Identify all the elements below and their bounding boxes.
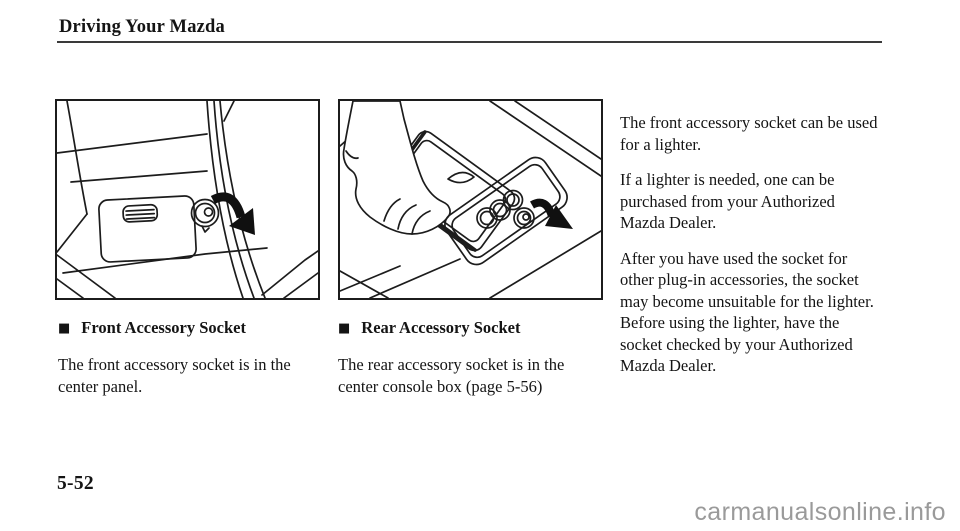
rotate-arrow-icon bbox=[210, 192, 255, 235]
paragraph: After you have used the socket for other… bbox=[620, 248, 910, 377]
front-socket-description: The front accessory socket is in the cen… bbox=[58, 354, 328, 398]
paragraph: The front accessory socket can be used f… bbox=[620, 112, 910, 155]
filled-square-icon: ■ bbox=[58, 321, 71, 336]
page-number: 5-52 bbox=[57, 473, 94, 494]
text-line: Before using the lighter, have the bbox=[620, 313, 840, 332]
rear-socket-caption: ■ Rear Accessory Socket bbox=[338, 318, 520, 338]
text-line: center console box (page 5-56) bbox=[338, 377, 543, 396]
text-line: purchased from your Authorized bbox=[620, 191, 835, 211]
rear-socket-caption-label: Rear Accessory Socket bbox=[361, 318, 521, 337]
header-rule bbox=[57, 41, 882, 43]
rotate-arrow-icon bbox=[530, 198, 573, 229]
front-socket-illustration bbox=[57, 101, 318, 298]
cup-recesses bbox=[476, 189, 524, 229]
rear-socket-description: The rear accessory socket is in the cent… bbox=[338, 354, 608, 398]
text-line: socket checked by your Authorized bbox=[620, 334, 853, 354]
watermark: carmanualsonline.info bbox=[694, 498, 946, 526]
text-line: may become unsuitable for the lighter. bbox=[620, 291, 874, 311]
front-socket-caption: ■ Front Accessory Socket bbox=[58, 318, 246, 338]
rear-socket-icon bbox=[513, 207, 535, 229]
front-socket-icon bbox=[190, 198, 220, 233]
text-line: other plug-in accessories, the socket bbox=[620, 270, 859, 289]
right-text-column: The front accessory socket can be used f… bbox=[620, 112, 910, 391]
text-line: After you have used the socket for bbox=[620, 248, 848, 268]
text-line: If a lighter is needed, one can be bbox=[620, 170, 835, 189]
rear-socket-illustration bbox=[340, 101, 601, 298]
text-line: for a lighter. bbox=[620, 134, 702, 154]
ashtray-lid bbox=[98, 195, 197, 263]
front-socket-caption-label: Front Accessory Socket bbox=[81, 318, 246, 337]
text-line: Mazda Dealer. bbox=[620, 213, 717, 232]
page-title: Driving Your Mazda bbox=[59, 17, 225, 37]
text-line: The front accessory socket is in the bbox=[58, 355, 291, 374]
text-line: center panel. bbox=[58, 377, 143, 396]
console-box-contents bbox=[447, 171, 475, 184]
front-socket-figure bbox=[55, 99, 320, 300]
text-line: Mazda Dealer. bbox=[620, 356, 717, 375]
rear-socket-figure bbox=[338, 99, 603, 300]
hand-illustration bbox=[342, 101, 451, 235]
rear-tray bbox=[444, 156, 568, 266]
text-line: The rear accessory socket is in the bbox=[338, 355, 565, 374]
paragraph: If a lighter is needed, one can be purch… bbox=[620, 169, 910, 234]
text-line: The front accessory socket can be used bbox=[620, 113, 878, 132]
filled-square-icon: ■ bbox=[338, 321, 351, 336]
